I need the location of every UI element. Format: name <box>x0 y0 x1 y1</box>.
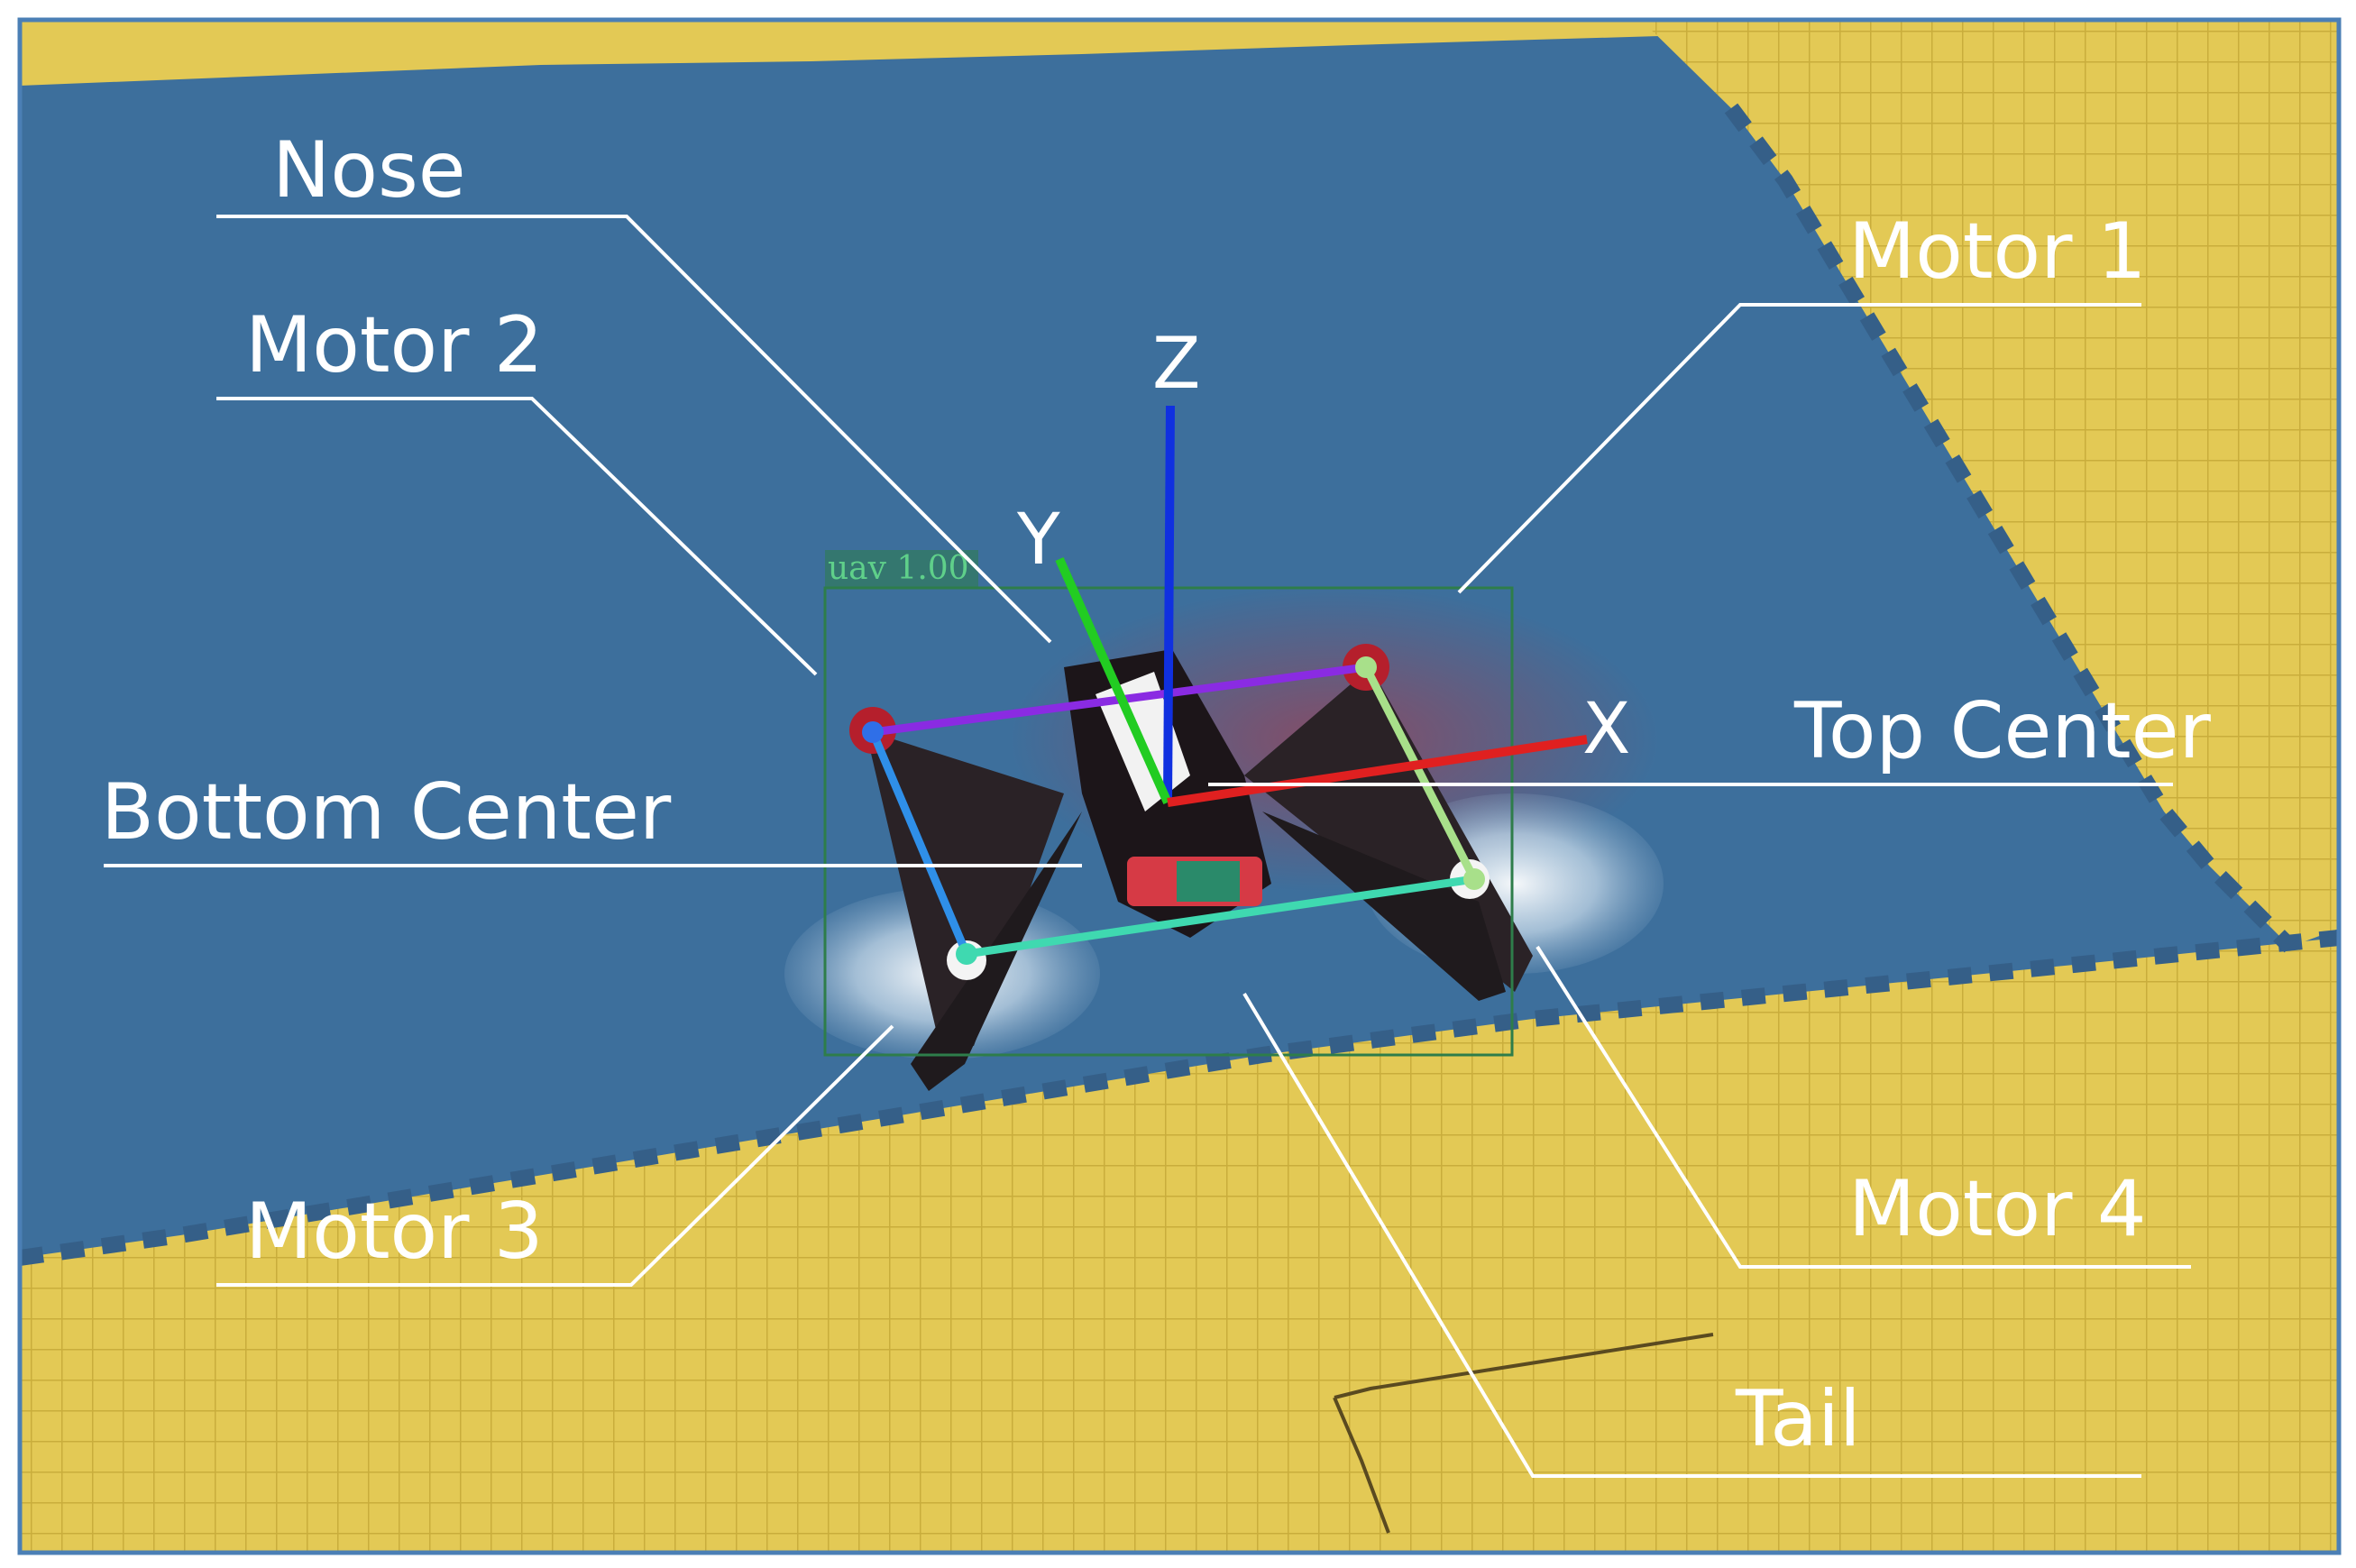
label-bottom-center: Bottom Center <box>101 767 672 857</box>
leader-tail <box>1242 992 2141 1478</box>
keypoint-motor2 <box>862 721 884 743</box>
leader-motor1 <box>1457 303 2141 594</box>
detection-box: uav 1.00 <box>823 550 1514 1057</box>
label-nose: Nose <box>272 125 466 215</box>
keypoint-motor4 <box>1463 868 1485 890</box>
leader-nose <box>216 215 1052 644</box>
y-axis <box>1055 556 1172 805</box>
leader-motor2 <box>216 397 818 676</box>
z-axis <box>1163 405 1175 803</box>
y-axis-label: Y <box>1016 500 1060 581</box>
frame-border <box>17 17 2342 1555</box>
x-axis <box>1167 735 1588 807</box>
x-axis-label: X <box>1582 689 1630 770</box>
edge-right <box>1361 665 1479 882</box>
leader-motor4 <box>1536 945 2191 1269</box>
z-axis-label: Z <box>1152 324 1200 405</box>
callout-lines <box>104 215 2191 1478</box>
edge-bottom <box>966 875 1475 958</box>
keypoint-motor3 <box>956 943 977 965</box>
label-top-center: Top Center <box>1793 686 2212 776</box>
label-motor1: Motor 1 <box>1848 206 2147 297</box>
callout-labels: Nose Motor 2 Motor 1 Top Center Bottom C… <box>101 125 2212 1464</box>
edge-left <box>868 730 971 956</box>
label-tail: Tail <box>1735 1374 1861 1464</box>
coordinate-axes: Z Y X <box>1016 324 1630 807</box>
label-motor4: Motor 4 <box>1848 1164 2147 1254</box>
detection-label: uav 1.00 <box>828 550 969 587</box>
keypoint-motor1 <box>1355 656 1377 678</box>
label-motor2: Motor 2 <box>245 300 544 390</box>
label-motor3: Motor 3 <box>245 1187 544 1277</box>
leader-motor3 <box>216 1024 894 1287</box>
